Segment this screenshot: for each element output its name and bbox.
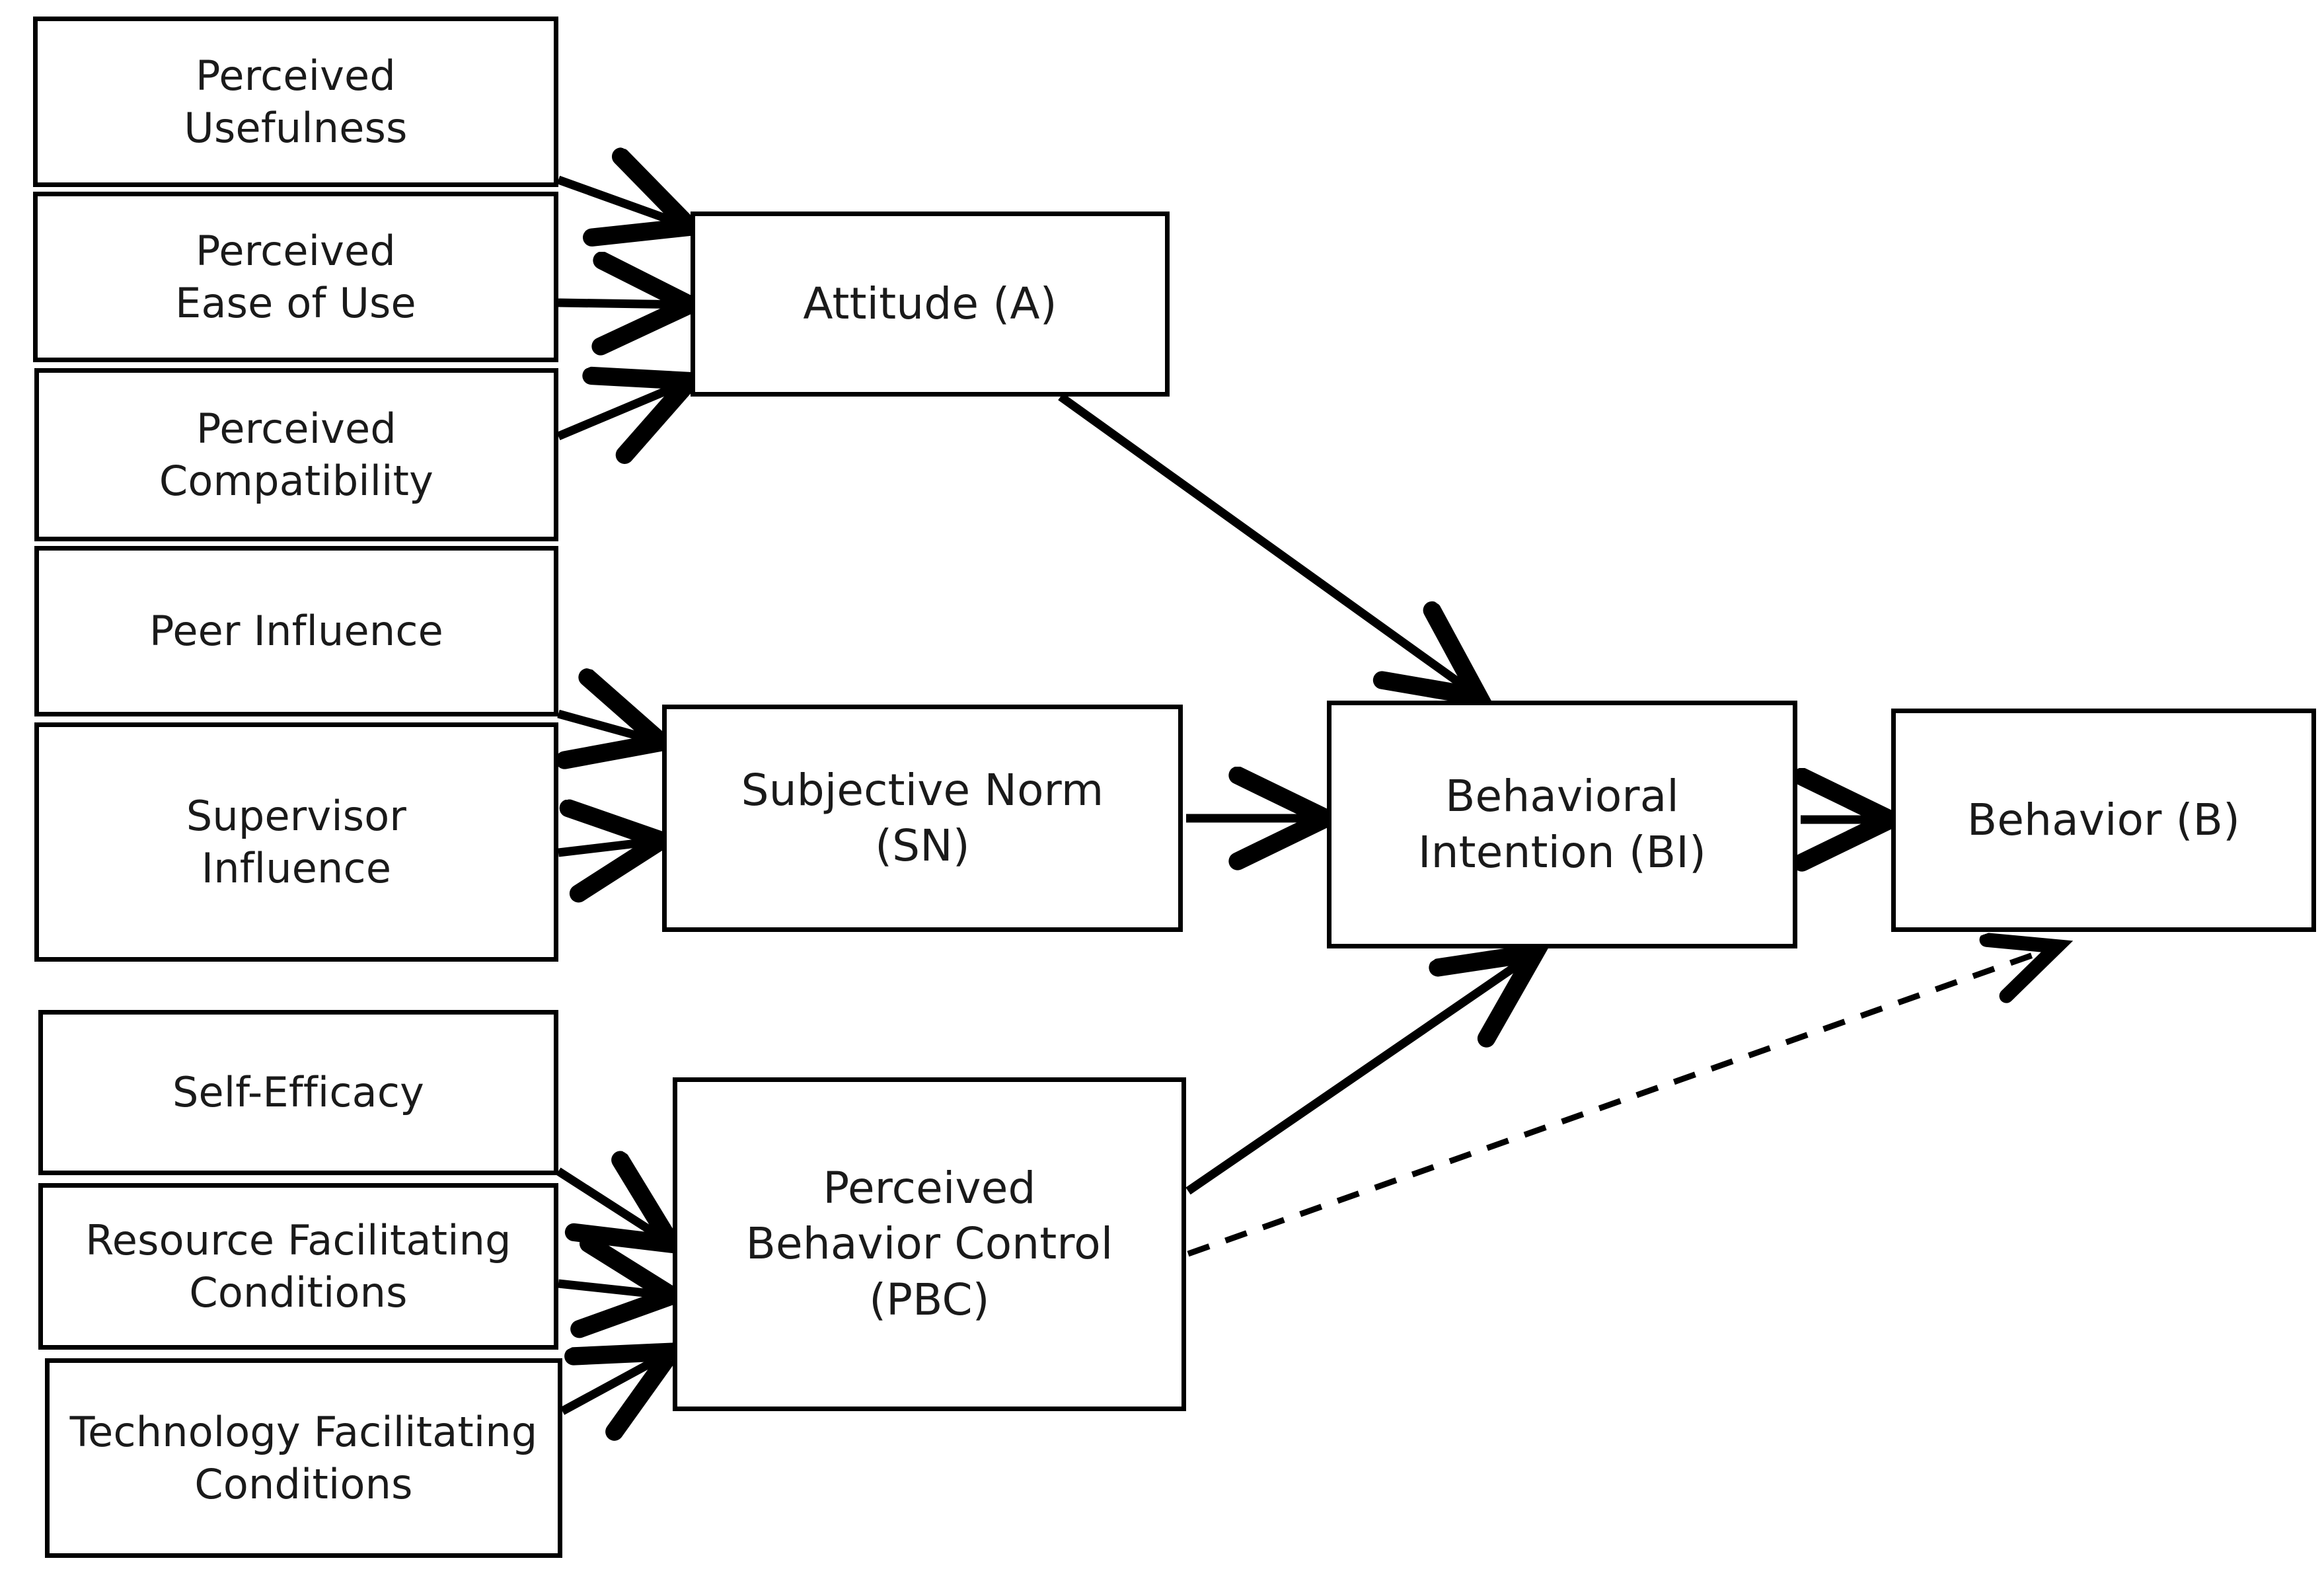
edge-usefulness-to-attitude <box>556 180 687 226</box>
edge-ease-of-use-to-attitude <box>558 303 687 305</box>
edge-compatibility-to-attitude <box>556 382 687 436</box>
edge-attitude-to-bi <box>1058 393 1477 695</box>
node-label-perceived-ease-of-use: Perceived Ease of Use <box>175 226 416 327</box>
node-label-behavioral-intention: Behavioral Intention (BI) <box>1417 771 1707 878</box>
edge-pbc-to-behavior <box>1187 946 2057 1257</box>
edge-self-efficacy-to-pbc <box>556 1171 669 1243</box>
node-label-peer-influence: Peer Influence <box>149 607 444 656</box>
node-attitude[interactable]: Attitude (A) <box>691 212 1170 397</box>
edge-technology-to-pbc <box>560 1353 669 1411</box>
node-perceived-behavior-control[interactable]: Perceived Behavior Control (PBC) <box>673 1077 1186 1411</box>
edge-pbc-to-bi <box>1185 954 1533 1195</box>
node-resource-facilitating[interactable]: Resource Facilitating Conditions <box>38 1183 558 1350</box>
node-label-subjective-norm: Subjective Norm (SN) <box>741 764 1104 871</box>
node-label-perceived-compatibility: Perceived Compatibility <box>159 404 434 505</box>
node-behavior[interactable]: Behavior (B) <box>1891 709 2316 932</box>
node-behavioral-intention[interactable]: Behavioral Intention (BI) <box>1327 701 1797 948</box>
edge-supervisor-influence-to-sn <box>558 841 659 853</box>
edge-resource-to-pbc <box>558 1284 669 1295</box>
node-peer-influence[interactable]: Peer Influence <box>34 546 558 716</box>
node-technology-facilitating[interactable]: Technology Facilitating Conditions <box>45 1358 562 1558</box>
node-label-supervisor-influence: Supervisor Influence <box>186 791 407 892</box>
node-perceived-usefulness[interactable]: Perceived Usefulness <box>33 17 558 187</box>
node-label-technology-facilitating: Technology Facilitating Conditions <box>69 1407 538 1508</box>
node-perceived-ease-of-use[interactable]: Perceived Ease of Use <box>33 192 558 362</box>
node-perceived-compatibility[interactable]: Perceived Compatibility <box>34 368 558 541</box>
node-supervisor-influence[interactable]: Supervisor Influence <box>34 722 558 962</box>
node-label-behavior: Behavior (B) <box>1967 794 2241 845</box>
node-label-perceived-usefulness: Perceived Usefulness <box>184 51 408 152</box>
node-label-attitude: Attitude (A) <box>803 278 1057 329</box>
node-label-resource-facilitating: Resource Facilitating Conditions <box>85 1215 511 1317</box>
edge-peer-influence-to-sn <box>558 714 659 742</box>
node-label-perceived-behavior-control: Perceived Behavior Control (PBC) <box>745 1162 1113 1325</box>
node-label-self-efficacy: Self-Efficacy <box>172 1068 425 1117</box>
node-subjective-norm[interactable]: Subjective Norm (SN) <box>662 705 1183 932</box>
node-self-efficacy[interactable]: Self-Efficacy <box>38 1010 558 1175</box>
